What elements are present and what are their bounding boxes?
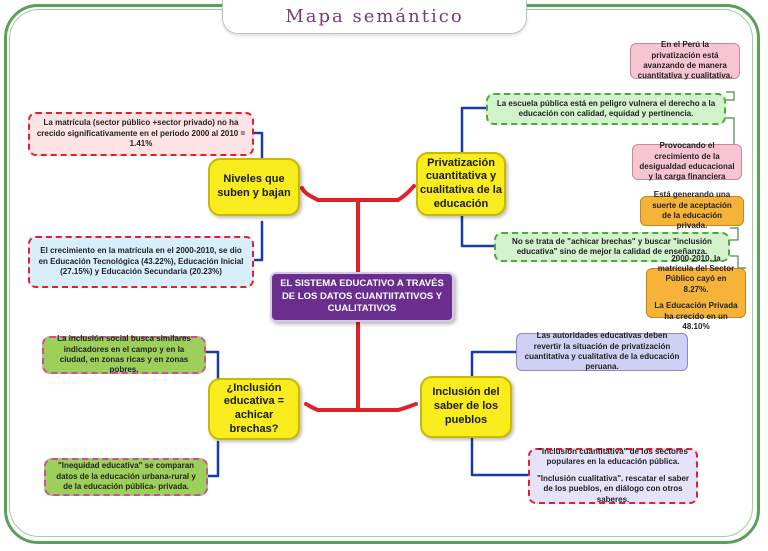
note-matricula: La matrícula (sector público +sector pri… <box>28 112 254 156</box>
note-peru-privatizacion-text: En el Perú la privatización está avanzan… <box>637 40 733 81</box>
connector-green-aceptacion <box>730 227 739 241</box>
note-autoridades: Las autoridades educativas deben reverti… <box>516 331 688 372</box>
note-desigualdad: Provocando el crecimiento de la desigual… <box>632 141 742 182</box>
note-escuela-publica: La escuela pública está en peligro vulne… <box>486 93 726 125</box>
title-tab: Mapa semántico <box>222 0 527 34</box>
note-aceptacion-text: Está generando una suerte de aceptación … <box>652 190 732 231</box>
note-crecimiento-text: El crecimiento en la matrícula en el 200… <box>38 246 244 277</box>
branch-inclusion-brechas: ¿Inclusión educativa = achicar brechas? <box>208 378 300 440</box>
connector-brechas <box>304 402 320 412</box>
note-peru-privatizacion: En el Perú la privatización está avanzan… <box>630 40 740 81</box>
note-autoridades-text: Las autoridades educativas deben reverti… <box>524 331 680 372</box>
note-crecimiento: El crecimiento en la matrícula en el 200… <box>28 236 254 288</box>
connector-niveles <box>300 186 320 202</box>
connector-blue-inclusion-social <box>204 350 220 382</box>
connector-blue-crecimiento <box>252 220 264 262</box>
note-aceptacion: Está generando una suerte de aceptación … <box>640 190 744 230</box>
branch-niveles: Niveles que suben y bajan <box>208 158 300 216</box>
connector-saber <box>396 402 418 412</box>
note-matricula-publico: 2000-2010, la matrícula del Sector Públi… <box>646 254 746 331</box>
page-title: Mapa semántico <box>285 6 464 27</box>
branch-inclusion-saber: Inclusión del saber de los pueblos <box>420 376 512 438</box>
connector-blue-escuela <box>460 106 488 160</box>
note-matricula-text: La matrícula (sector público +sector pri… <box>36 118 246 149</box>
connector-blue-autoridades <box>470 350 518 380</box>
note-inclusion-saber: "Inclusión cuantitativa" de los sectores… <box>528 447 698 504</box>
note-matricula-2000-2010-text: 2000-2010, la matrícula del Sector Públi… <box>657 253 735 294</box>
note-inequidad: "Inequidad educativa" se comparan datos … <box>44 458 208 496</box>
note-no-achicar-text: No se trata de "achicar brechas" y busca… <box>512 236 712 256</box>
connector-blue-no-achicar <box>460 213 496 248</box>
note-inclusion-social-text: La inclusión social busca similares indi… <box>57 334 191 375</box>
note-inclusion-cuantitativa-text: "Inclusión cuantitativa" de los sectores… <box>538 447 688 467</box>
branch-privatizacion: Privatización cuantitativa y cualitativa… <box>416 152 506 216</box>
note-inclusion-cualitativa-text: "Inclusión cualitativa". rescatar el sab… <box>536 473 690 504</box>
note-inclusion-social: La inclusión social busca similares indi… <box>42 334 206 375</box>
note-desigualdad-text: Provocando el crecimiento de la desigual… <box>639 141 735 182</box>
connector-privatizacion <box>396 184 416 202</box>
note-inequidad-text: "Inequidad educativa" se comparan datos … <box>56 461 196 492</box>
connector-blue-matricula <box>252 131 264 162</box>
note-privada-crecido-text: La Educación Privada ha crecido en un 48… <box>654 301 738 331</box>
connector-blue-inequidad <box>206 440 220 478</box>
note-no-achicar: No se trata de "achicar brechas" y busca… <box>494 232 730 262</box>
central-topic: EL SISTEMA EDUCATIVO A TRAVÉS DE LOS DAT… <box>270 272 454 322</box>
note-escuela-publica-text: La escuela pública está en peligro vulne… <box>496 98 716 118</box>
connector-green-peru <box>726 91 735 101</box>
connector-blue-inclusion-cuant <box>470 436 530 477</box>
